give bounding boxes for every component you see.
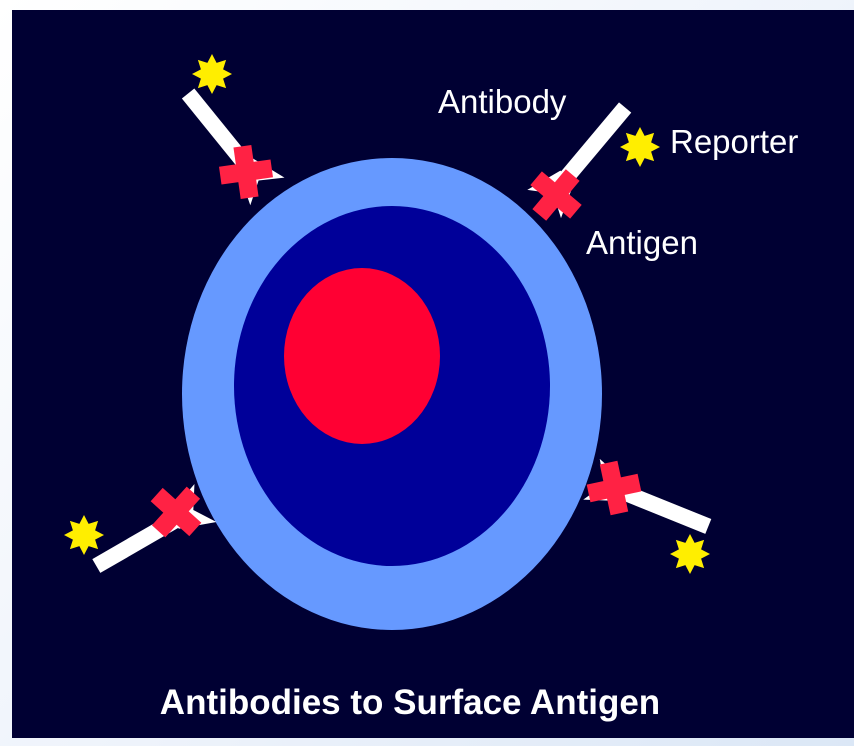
nucleus [284, 268, 440, 444]
reporter-sun-icon [64, 515, 104, 555]
reporter-sun-icon [620, 127, 660, 167]
cell [182, 158, 602, 630]
label-antigen: Antigen [586, 224, 698, 261]
label-reporter: Reporter [670, 123, 798, 160]
label-antibody: Antibody [438, 83, 567, 120]
diagram-caption: Antibodies to Surface Antigen [160, 683, 660, 722]
reporter-sun-icon [192, 54, 232, 94]
reporter-sun-icon [670, 534, 710, 574]
